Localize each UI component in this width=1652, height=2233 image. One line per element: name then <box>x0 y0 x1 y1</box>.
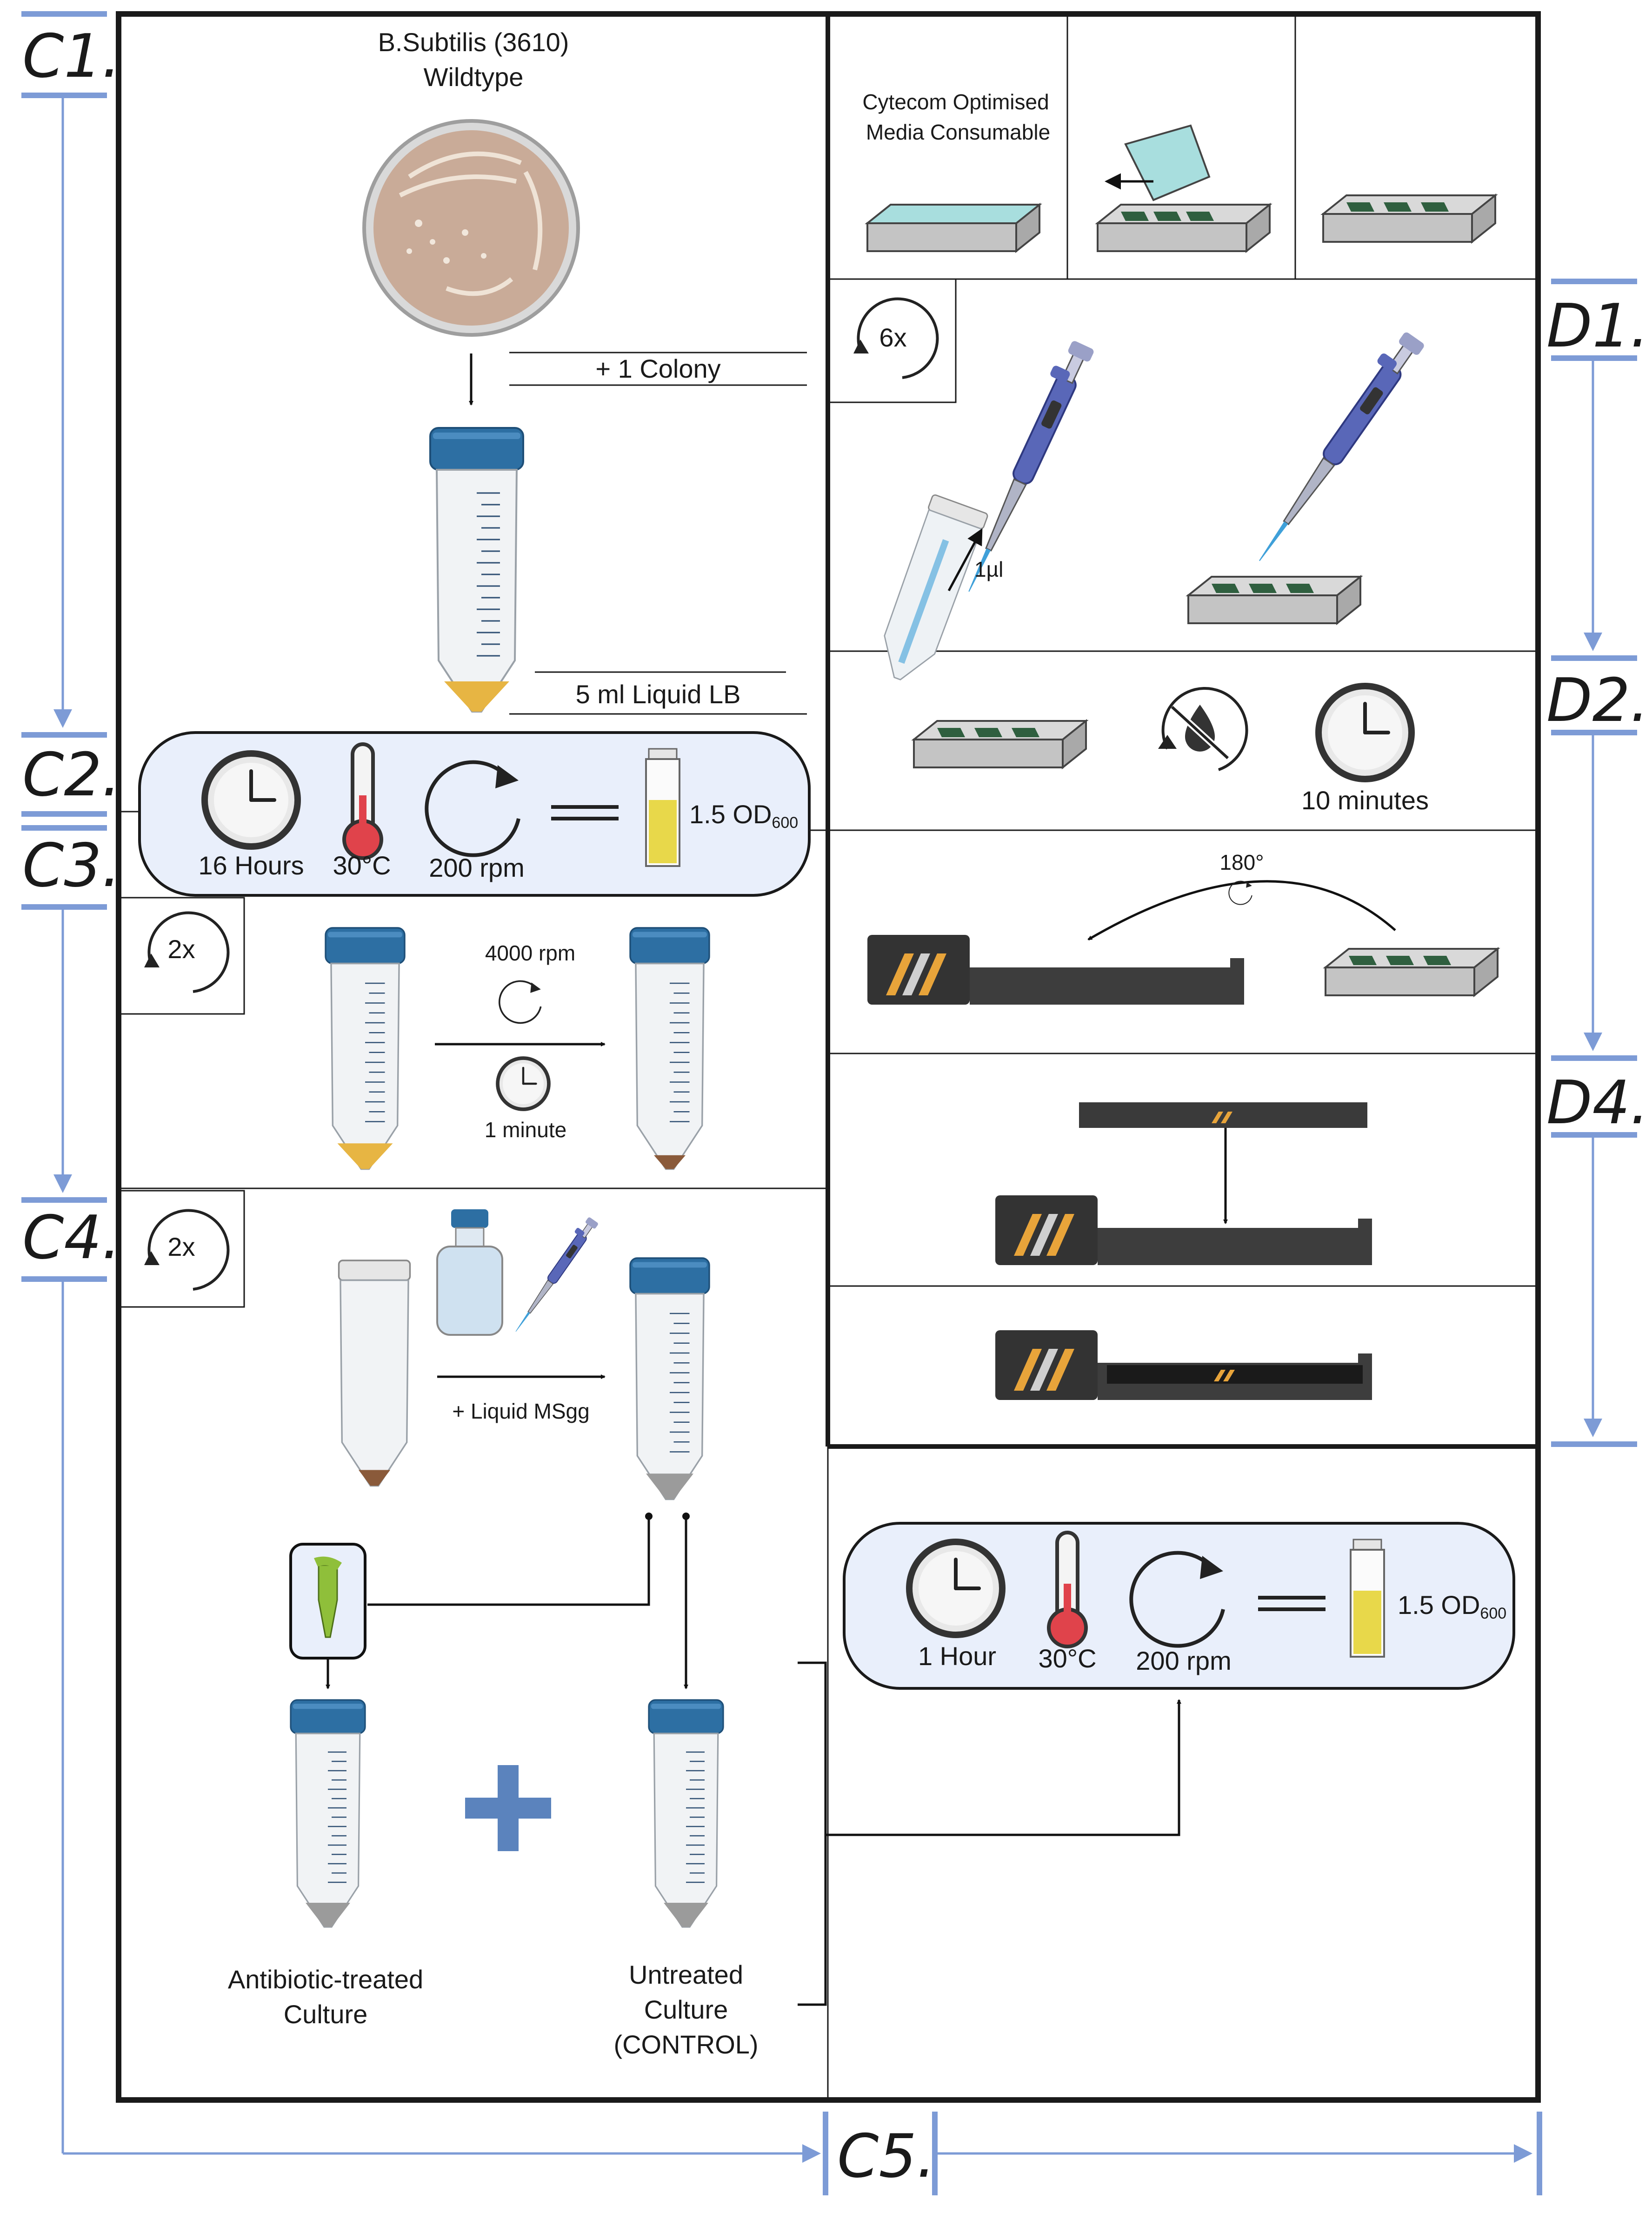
incubation-temp: 30°C <box>333 851 391 880</box>
step-label-c1: C1. <box>22 22 121 91</box>
centrifuge-duration: 1 minute <box>485 1118 566 1142</box>
control-label-3: (CONTROL) <box>613 2030 758 2059</box>
flip-rotation-icon <box>1228 880 1252 905</box>
incubation-time: 16 Hours <box>198 851 304 880</box>
drying-duration: 10 minutes <box>1301 786 1429 815</box>
final-incubation-time: 1 Hour <box>918 1641 996 1671</box>
step-label-c2: C2. <box>22 740 121 810</box>
target-od: 1.5 OD600 <box>689 800 798 832</box>
cartridge-assembly-icon <box>995 1195 1372 1265</box>
incubation-conditions-box <box>138 731 811 897</box>
final-shaking-speed: 200 rpm <box>1136 1646 1231 1675</box>
step-label-d1: D1. <box>1546 292 1649 361</box>
step-label-c3: C3. <box>22 831 121 900</box>
centrifuge-clock-icon <box>498 1058 549 1109</box>
step-label-c4: C4. <box>22 1203 121 1273</box>
consumable-label-2: Media Consumable <box>866 120 1050 144</box>
repeat-count-d1: 6x <box>879 323 906 352</box>
pipette-volume: 1µl <box>974 557 1003 581</box>
consumable-label-1: Cytecom Optimised <box>862 90 1049 114</box>
consumable-wells-icon <box>1322 194 1496 243</box>
c5-clock-icon <box>909 1542 1002 1635</box>
treated-label-1: Antibiotic-treated <box>228 1965 423 1994</box>
repeat-icon-d1 <box>853 297 939 379</box>
petri-dish-icon <box>362 119 580 337</box>
step-label-d4: D4. <box>1546 1068 1649 1138</box>
falcon-tube-resuspended-icon <box>629 1257 710 1500</box>
pipette-dispense-icon <box>1243 326 1426 569</box>
drying-slide-icon <box>913 720 1087 768</box>
dispense-slide-icon <box>1187 576 1361 624</box>
sealed-cartridge-icon <box>995 1330 1372 1400</box>
falcon-tube-pellet-icon <box>629 927 710 1170</box>
open-tube-icon <box>338 1260 411 1487</box>
inverted-slide-icon <box>1079 1102 1367 1128</box>
repeat-icon-c4 <box>144 1209 230 1291</box>
final-incubation-box <box>843 1522 1515 1690</box>
centrifuge-rotation-icon <box>498 980 542 1024</box>
falcon-tube-icon <box>429 427 524 713</box>
plus-icon <box>465 1765 551 1851</box>
cartridge-icon <box>867 935 1244 1005</box>
centrifuge-speed: 4000 rpm <box>485 941 575 965</box>
repeat-count-c3: 2x <box>167 934 195 964</box>
final-target-od: 1.5 OD600 <box>1398 1590 1506 1622</box>
pipette-draw-icon <box>951 336 1096 598</box>
bottle-icon <box>436 1209 503 1336</box>
strain-name: B.Subtilis (3610) <box>378 27 569 57</box>
repeat-count-c4: 2x <box>167 1232 195 1261</box>
left-step-guide <box>21 11 821 2163</box>
control-label-2: Culture <box>644 1995 728 2024</box>
tube-in-pipette-icon <box>884 494 988 680</box>
cuvette-icon <box>645 748 680 867</box>
right-step-guide <box>1551 279 1637 1447</box>
shaking-speed: 200 rpm <box>429 853 524 882</box>
media-addition-label: + Liquid MSgg <box>452 1399 589 1423</box>
step-label-d2: D2. <box>1546 666 1649 735</box>
final-incubation-temp: 30°C <box>1038 1644 1096 1673</box>
control-tube-icon <box>648 1699 724 1928</box>
treated-tube-icon <box>290 1699 366 1928</box>
falcon-tube-before-icon <box>325 927 406 1170</box>
c5-cuvette-icon <box>1350 1539 1385 1658</box>
step-label-c5: C5. <box>837 2122 936 2191</box>
treated-label-2: Culture <box>284 2000 368 2029</box>
pipette-icon <box>507 1214 600 1336</box>
dry-icon <box>1158 687 1248 771</box>
drying-clock-icon <box>1319 686 1412 779</box>
colony-label: + 1 Colony <box>595 354 720 383</box>
bottom-step-guide <box>823 2112 1542 2195</box>
media-slide-icon <box>865 204 1042 252</box>
strain-type: Wildtype <box>424 62 524 92</box>
clock-icon <box>205 753 298 847</box>
peel-film-icon <box>1097 124 1271 252</box>
media-volume-label: 5 ml Liquid LB <box>576 680 741 709</box>
eppendorf-icon <box>289 1543 366 1660</box>
repeat-icon <box>144 911 230 993</box>
flipped-slide-icon <box>1325 948 1499 996</box>
rotation-angle: 180° <box>1219 850 1264 874</box>
control-label-1: Untreated <box>629 1960 743 1989</box>
